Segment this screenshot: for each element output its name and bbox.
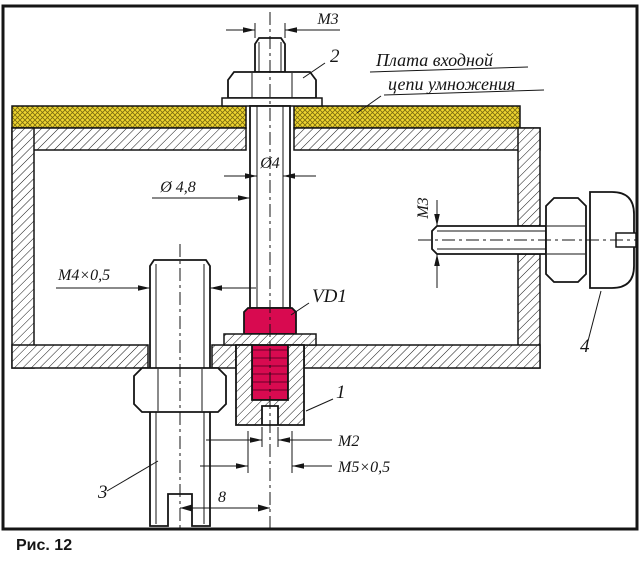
figure-caption: Рис. 12 [16, 537, 72, 554]
center-stud-assembly [221, 37, 323, 309]
leader-lines [106, 62, 602, 492]
photo-border [1, 4, 639, 531]
part-label-2: 2 [330, 46, 340, 67]
dim-m4x05: M4×0,5 [57, 267, 110, 284]
dimension-lines [56, 23, 440, 512]
part-label-4: 4 [580, 336, 590, 357]
dim-m3-side: M3 [415, 197, 432, 219]
board-note-line1: Плата входной [375, 50, 493, 70]
bushing-body [235, 344, 305, 426]
pcb-board [11, 105, 521, 129]
nut-part2 [227, 71, 317, 99]
dim-dia4-8: Ø 4,8 [159, 179, 196, 196]
part-label-1: 1 [336, 382, 346, 403]
labels: M3 2 Плата входной цепи умножения Ø4 Ø 4… [16, 11, 590, 554]
centerlines [179, 12, 637, 532]
dim-m2: M2 [337, 433, 359, 450]
nut-flange [221, 97, 323, 107]
part-label-3: 3 [97, 482, 108, 503]
dim-m5x05: M5×0,5 [337, 459, 390, 476]
dim-m3-top: M3 [316, 11, 338, 28]
dim-8: 8 [218, 489, 226, 506]
part-label-vd1: VD1 [312, 286, 347, 307]
dim-dia4: Ø4 [259, 155, 280, 172]
chassis [11, 127, 541, 369]
board-note-line2: цепи умножения [388, 74, 515, 94]
